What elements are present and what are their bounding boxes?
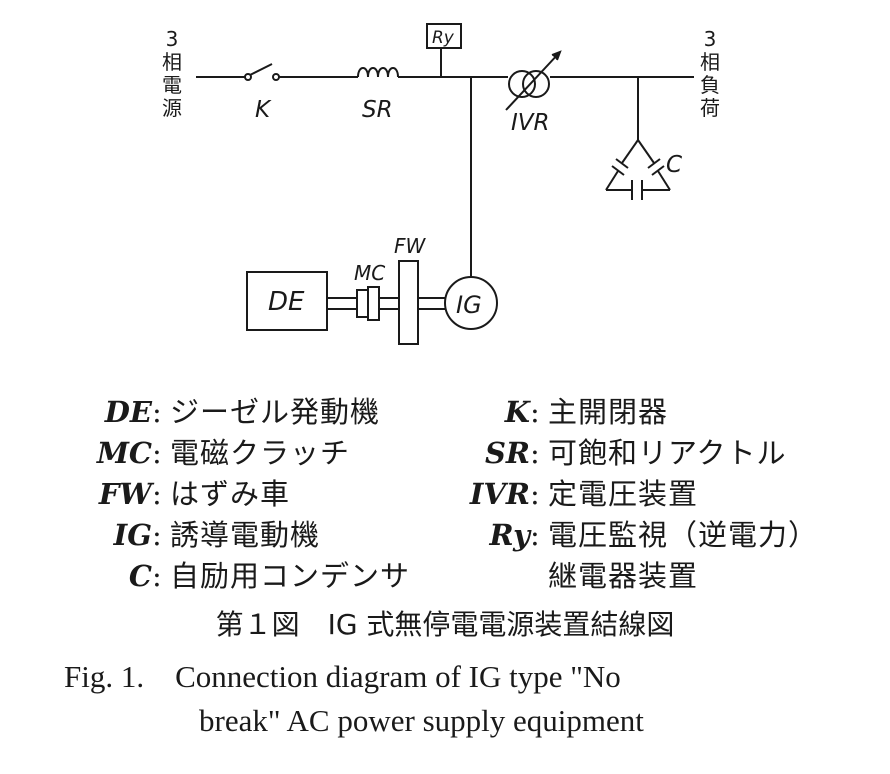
- source-label-line: 源: [162, 96, 182, 120]
- legend-abbr: FW: [98, 477, 152, 511]
- load-label-line: 負: [700, 73, 720, 97]
- legend-left: DE:ジーゼル発動機 MC:電磁クラッチ FW:はずみ車 IG:誘導電動機 C:…: [40, 392, 410, 597]
- legend-sep: :: [530, 436, 540, 470]
- mc-symbol: [356, 286, 380, 321]
- legend-item-continuation: 継電器装置: [418, 556, 818, 597]
- relay-box: [426, 23, 462, 49]
- legend-abbr: MC: [96, 436, 152, 470]
- legend-sep: :: [530, 477, 540, 511]
- reactor-sr-symbol: [357, 67, 399, 78]
- load-label-line: 3: [703, 27, 717, 51]
- switch-k-symbol: [244, 63, 280, 81]
- legend-item: MC:電磁クラッチ: [40, 433, 410, 474]
- legend-desc: 自励用コンデンサ: [170, 559, 411, 593]
- figure-caption-japanese: 第１図 IG 式無停電電源装置結線図: [215, 608, 675, 641]
- legend-sep: :: [152, 477, 162, 511]
- label-ivr: IVR: [511, 110, 550, 136]
- shaft: [327, 297, 445, 310]
- legend-sep: :: [530, 395, 540, 429]
- load-label-line: 荷: [700, 96, 720, 120]
- legend-desc: 継電器装置: [548, 559, 699, 593]
- source-label-line: 3: [165, 27, 179, 51]
- legend-item: IVR:定電圧装置: [418, 474, 818, 515]
- legend-abbr: SR: [484, 436, 530, 470]
- figure-caption-english: Fig. 1. Connection diagram of IG type "N…: [64, 655, 644, 743]
- legend-item: IG:誘導電動機: [40, 515, 410, 556]
- legend-desc: はずみ車: [170, 477, 291, 511]
- load-label: 3 相 負 荷: [700, 28, 720, 120]
- source-label: 3 相 電 源: [162, 28, 182, 120]
- caption-en-line-2: break" AC power supply equipment: [199, 703, 644, 738]
- fw-symbol: [398, 260, 419, 345]
- legend-abbr: IG: [113, 518, 152, 552]
- legend-desc: 定電圧装置: [548, 477, 699, 511]
- legend-abbr: C: [128, 559, 152, 593]
- legend-desc: 電圧監視（逆電力）: [548, 518, 819, 552]
- legend-sep: :: [152, 518, 162, 552]
- legend-abbr: DE: [104, 395, 152, 429]
- legend-abbr: IVR: [469, 477, 530, 511]
- legend-desc: ジーゼル発動機: [170, 395, 381, 429]
- source-label-line: 相: [162, 50, 182, 74]
- capacitor-c-symbol: [605, 139, 671, 200]
- legend-desc: 可飽和リアクトル: [548, 436, 787, 470]
- legend-desc: 主開閉器: [548, 395, 669, 429]
- legend-sep: :: [152, 395, 162, 429]
- legend-item: K:主開閉器: [418, 392, 818, 433]
- ig-circle: [444, 276, 498, 330]
- label-mc: MC: [354, 261, 385, 285]
- label-sr: SR: [362, 97, 393, 123]
- legend-abbr: K: [504, 395, 530, 429]
- legend-item: DE:ジーゼル発動機: [40, 392, 410, 433]
- label-c: C: [666, 152, 682, 178]
- legend-right: K:主開閉器 SR:可飽和リアクトル IVR:定電圧装置 Ry:電圧監視（逆電力…: [418, 392, 818, 597]
- ivr-symbol: [505, 50, 562, 111]
- connection-diagram: K SR Ry IVR C MC FW DE IG: [196, 23, 694, 345]
- source-label-line: 電: [162, 73, 182, 97]
- legend-sep: :: [530, 518, 540, 552]
- label-k: K: [255, 97, 272, 123]
- label-fw: FW: [394, 234, 427, 258]
- caption-en-line-1: Fig. 1. Connection diagram of IG type "N…: [64, 659, 621, 694]
- label-ry: Ry: [432, 28, 455, 48]
- legend-item: C:自励用コンデンサ: [40, 556, 410, 597]
- legend-item: Ry:電圧監視（逆電力）: [418, 515, 818, 556]
- legend-sep: :: [152, 559, 162, 593]
- label-ig: IG: [456, 291, 482, 319]
- legend-item: FW:はずみ車: [40, 474, 410, 515]
- label-de: DE: [268, 287, 305, 317]
- de-box: [246, 271, 328, 331]
- legend-sep: :: [152, 436, 162, 470]
- legend-desc: 電磁クラッチ: [170, 436, 351, 470]
- load-label-line: 相: [700, 50, 720, 74]
- legend-abbr: Ry: [489, 518, 530, 552]
- legend-desc: 誘導電動機: [170, 518, 321, 552]
- legend-item: SR:可飽和リアクトル: [418, 433, 818, 474]
